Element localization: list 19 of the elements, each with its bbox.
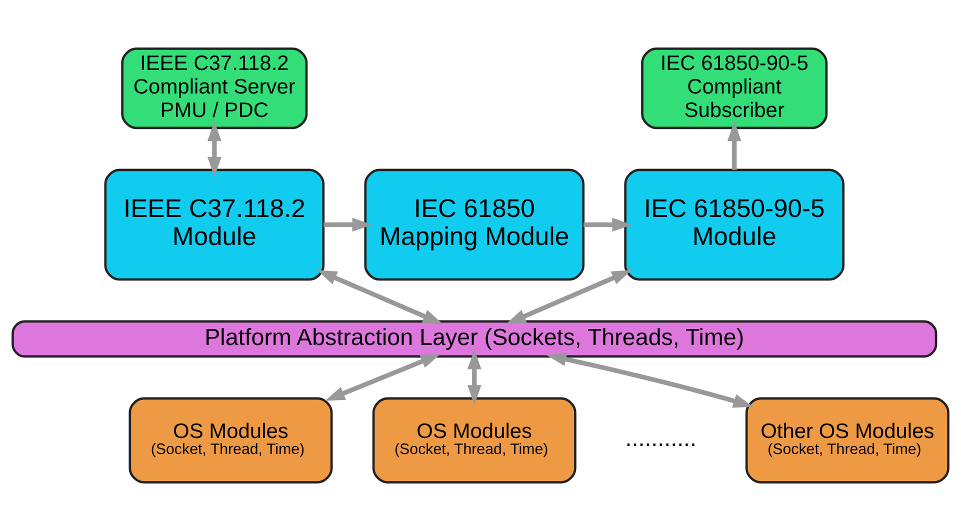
arrow bbox=[546, 352, 754, 408]
arrow bbox=[324, 218, 372, 232]
node-box: OS Modules (Socket, Thread, Time) bbox=[128, 397, 333, 484]
arrow bbox=[207, 121, 222, 177]
arrow bbox=[467, 349, 482, 406]
label: ........... bbox=[625, 425, 697, 452]
arrow bbox=[506, 270, 632, 324]
node-box: Other OS Modules (Socket, Thread, Time) bbox=[745, 397, 950, 484]
node-box: IEEE C37.118.2 Compliant Server PMU / PDC bbox=[121, 48, 308, 130]
node-box: IEEE C37.118.2 Module bbox=[104, 168, 325, 281]
arrow bbox=[317, 270, 443, 324]
node-box: IEC 61850 Mapping Module bbox=[364, 168, 585, 281]
node-box: Platform Abstraction Layer (Sockets, Threads, Time) bbox=[12, 320, 938, 358]
node-box: IEC 61850-90-5 Module bbox=[624, 168, 845, 281]
node-box: IEC 61850-90-5 Compliant Subscriber bbox=[641, 48, 828, 130]
arrow bbox=[324, 354, 441, 401]
arrow bbox=[584, 218, 632, 232]
node-box: OS Modules (Socket, Thread, Time) bbox=[372, 397, 576, 484]
arrow bbox=[727, 121, 742, 170]
